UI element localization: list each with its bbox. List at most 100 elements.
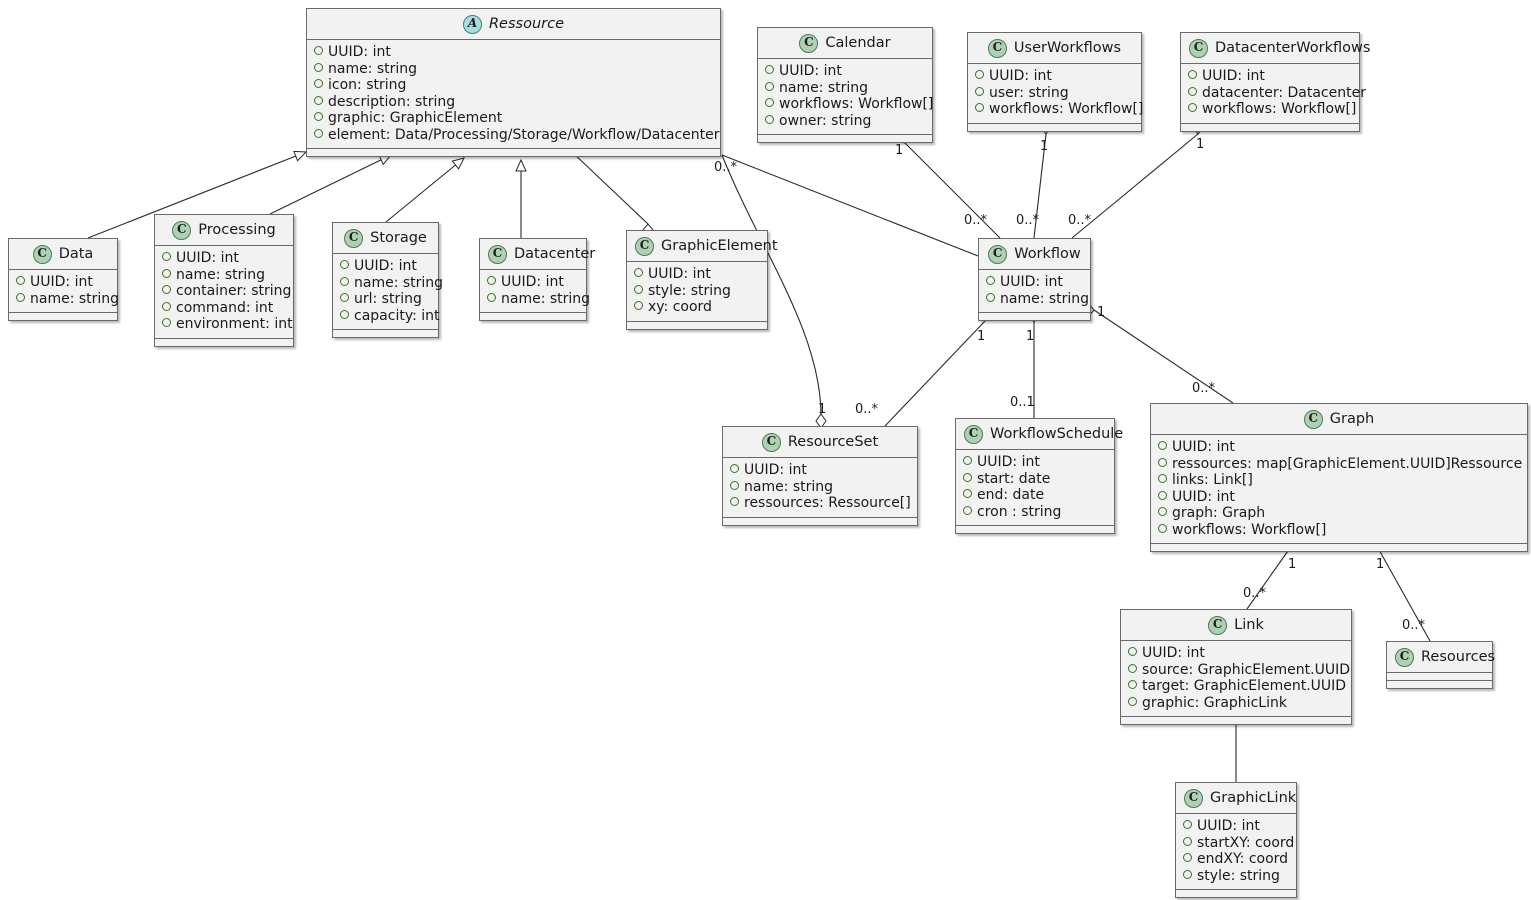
public-visibility-icon (1188, 86, 1197, 96)
multiplicity-label: 0..* (1243, 586, 1267, 601)
class-methods-processing (155, 338, 293, 346)
multiplicity-label: 0..* (1192, 381, 1216, 396)
attribute-label: end: date (977, 487, 1045, 503)
attribute-row: links: Link[] (1158, 472, 1520, 489)
attribute-label: name: string (30, 290, 120, 307)
attribute-row: UUID: int (1158, 439, 1520, 456)
class-methods-storage (333, 330, 438, 337)
attribute-row: target: GraphicElement.UUID (1128, 678, 1346, 695)
attribute-row: environment: int (162, 316, 293, 333)
public-visibility-icon (314, 112, 323, 121)
attribute-label: UUID: int (977, 454, 1040, 470)
attribute-row: UUID: int (730, 462, 910, 479)
attribute-label: links: Link[] (1172, 472, 1253, 488)
attribute-label: graphic: GraphicElement (328, 110, 503, 126)
class-icon: C (1189, 38, 1208, 58)
class-title-resources: Resources (1421, 649, 1496, 665)
public-visibility-icon (1158, 490, 1167, 500)
class-icon: C (1208, 615, 1228, 635)
inheritance-storage-ressource (385, 157, 465, 223)
class-title-ressource: Ressource (488, 16, 565, 32)
attribute-label: UUID: int (354, 258, 417, 274)
attribute-row: UUID: int (1158, 489, 1520, 506)
class-icon: C (172, 220, 192, 240)
abstract-class-icon: A (462, 14, 482, 34)
multiplicity-label: 1 (1288, 557, 1297, 572)
attribute-row: name: string (340, 275, 443, 292)
class-methods-graphiclink (1176, 890, 1296, 897)
class-title-graph: Graph (1329, 411, 1375, 427)
public-visibility-icon (963, 456, 972, 465)
attribute-label: user: string (989, 84, 1069, 101)
class-title-datacenterworkflows: DatacenterWorkflows (1215, 40, 1371, 56)
class-title-resourceset: ResourceSet (787, 434, 879, 450)
attribute-label: UUID: int (1197, 818, 1260, 834)
public-visibility-icon (16, 276, 25, 285)
attribute-label: name: string (779, 79, 869, 96)
public-visibility-icon (1188, 70, 1197, 79)
attribute-row: source: GraphicElement.UUID (1128, 662, 1350, 679)
attribute-row: style: string (1183, 868, 1289, 885)
attribute-label: style: string (1197, 867, 1280, 884)
attribute-label: UUID: int (989, 68, 1052, 84)
attribute-label: ressources: Ressource[] (744, 495, 911, 511)
class-icon: C (988, 244, 1008, 264)
multiplicity-label: 1 (977, 329, 986, 344)
class-icon: C (799, 33, 819, 53)
attribute-label: cron : string (977, 503, 1062, 520)
public-visibility-icon (975, 86, 984, 96)
attribute-label: xy: coord (648, 299, 712, 315)
public-visibility-icon (162, 318, 171, 327)
attribute-label: UUID: int (30, 274, 93, 290)
class-methods-workflowschedule (956, 526, 1114, 533)
class-title-processing: Processing (198, 222, 276, 238)
attribute-row: name: string (730, 479, 910, 496)
attribute-label: endXY: coord (1197, 851, 1289, 867)
attribute-label: ressources: map[GraphicElement.UUID]Ress… (1172, 455, 1523, 472)
attribute-row: name: string (314, 61, 713, 78)
attribute-label: UUID: int (1142, 645, 1205, 661)
aggregation-ressource-graphicelement (571, 151, 649, 225)
attribute-row: ressources: map[GraphicElement.UUID]Ress… (1158, 455, 1523, 473)
attribute-row: UUID: int (162, 250, 286, 267)
attribute-row: xy: coord (634, 299, 760, 316)
attribute-label: workflows: Workflow[] (989, 101, 1144, 117)
public-visibility-icon (765, 65, 774, 74)
attribute-label: start: date (977, 470, 1051, 487)
class-header-processing: C Processing (155, 215, 293, 246)
public-visibility-icon (340, 260, 349, 269)
public-visibility-icon (986, 276, 995, 285)
attribute-label: name: string (501, 290, 591, 307)
attribute-label: UUID: int (648, 266, 711, 282)
attribute-row: description: string (314, 94, 713, 111)
attribute-label: icon: string (328, 77, 407, 93)
class-methods-graph (1151, 544, 1527, 551)
attribute-row: UUID: int (986, 274, 1083, 291)
class-icon: C (987, 38, 1007, 58)
public-visibility-icon (162, 268, 171, 278)
